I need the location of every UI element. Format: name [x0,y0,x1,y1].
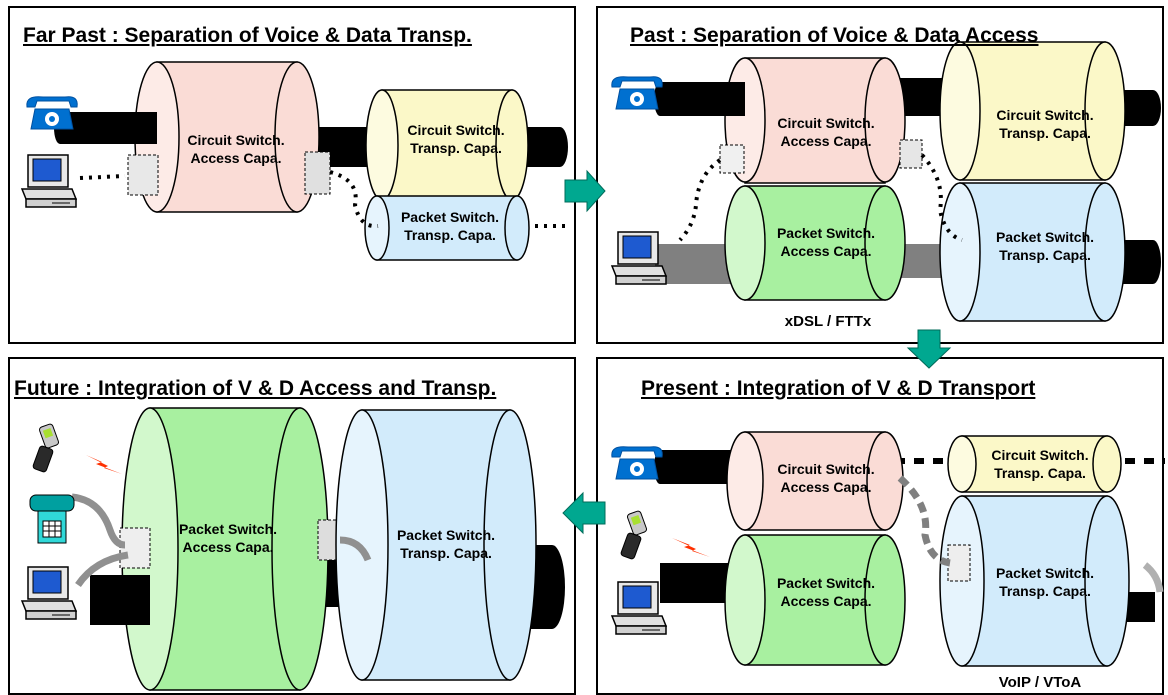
packet-transp-cylinder: Packet Switch. Transp. Capa. [939,182,1126,322]
future-access-packet-line1: Packet Switch. [179,521,277,537]
computer-icon [21,566,77,620]
phone-icon [26,96,78,130]
past-caption: xDSL / FTTx [785,313,872,330]
mobile-phone-icon [31,422,60,474]
past-access-circuit-line1: Circuit Switch. [777,115,874,131]
packet-access-cylinder: Packet Switch. Access Capa. [90,407,341,691]
circuit-transp-cylinder: Circuit Switch. Transp. Capa. [939,41,1126,181]
far-past-transp-circuit-line2: Transp. Capa. [410,140,502,156]
computer-icon [21,154,77,208]
far-past-title: Far Past : Separation of Voice & Data Tr… [23,24,472,47]
packet-transp-cylinder: Packet Switch. Transp. Capa. [335,409,537,681]
past-access-packet-line2: Access Capa. [780,243,871,259]
past-transp-circuit-line1: Circuit Switch. [996,107,1093,123]
future-access-packet-line2: Access Capa. [182,539,273,555]
past-title: Past : Separation of Voice & Data Access [630,24,1039,47]
future-diagram: Packet Switch. Access Capa. Packet Switc… [21,407,565,691]
present-transp-packet-line2: Transp. Capa. [999,583,1091,599]
desk-phone-icon [29,494,75,544]
computer-icon [611,231,667,285]
arrow-right-icon [564,169,606,213]
far-past-access-circuit-line2: Access Capa. [190,150,281,166]
circuit-transp-cylinder: Circuit Switch. Transp. Capa. [365,89,529,201]
past-access-circuit-line2: Access Capa. [780,133,871,149]
future-title: Future : Integration of V & D Access and… [14,377,497,400]
circuit-transp-cylinder: Circuit Switch. Transp. Capa. [947,435,1122,493]
present-title: Present : Integration of V & D Transport [641,377,1036,400]
phone-icon [611,446,663,480]
circuit-access-cylinder: Circuit Switch. Access Capa. [54,61,331,213]
arrow-left-icon [562,491,606,535]
present-access-circuit-line2: Access Capa. [780,479,871,495]
packet-access-cylinder: Packet Switch. Access Capa. [724,534,906,666]
past-diagram: Circuit Switch. Access Capa. Circuit Swi… [611,41,1161,330]
circuit-access-cylinder: Circuit Switch. Access Capa. [726,431,904,531]
present-transp-packet-line1: Packet Switch. [996,565,1094,581]
phone-icon [611,76,663,110]
far-past-access-circuit-line1: Circuit Switch. [187,132,284,148]
past-transp-packet-line1: Packet Switch. [996,229,1094,245]
past-access-packet-line1: Packet Switch. [777,225,875,241]
circuit-access-cylinder: Circuit Switch. Access Capa. [654,57,923,184]
packet-transp-cylinder: Packet Switch. Transp. Capa. [939,495,1130,667]
far-past-transp-packet-line2: Transp. Capa. [404,227,496,243]
present-caption: VoIP / VToA [999,674,1082,691]
future-transp-packet-line2: Transp. Capa. [400,545,492,561]
present-transp-circuit-line1: Circuit Switch. [991,447,1088,463]
present-transp-circuit-line2: Transp. Capa. [994,465,1086,481]
present-access-circuit-line1: Circuit Switch. [777,461,874,477]
future-transp-packet-line1: Packet Switch. [397,527,495,543]
mobile-phone-icon [619,509,648,561]
present-access-packet-line2: Access Capa. [780,593,871,609]
arrow-down-icon [906,329,952,369]
packet-transp-cylinder: Packet Switch. Transp. Capa. [364,195,530,261]
computer-icon [611,581,667,635]
past-transp-circuit-line2: Transp. Capa. [999,125,1091,141]
far-past-transp-packet-line1: Packet Switch. [401,209,499,225]
present-diagram: Circuit Switch. Access Capa. Circuit Swi… [611,431,1165,691]
packet-access-cylinder: Packet Switch. Access Capa. [724,185,906,301]
past-transp-packet-line2: Transp. Capa. [999,247,1091,263]
present-access-packet-line1: Packet Switch. [777,575,875,591]
far-past-diagram: Circuit Switch. Access Capa. Circuit Swi… [21,61,568,261]
far-past-transp-circuit-line1: Circuit Switch. [407,122,504,138]
